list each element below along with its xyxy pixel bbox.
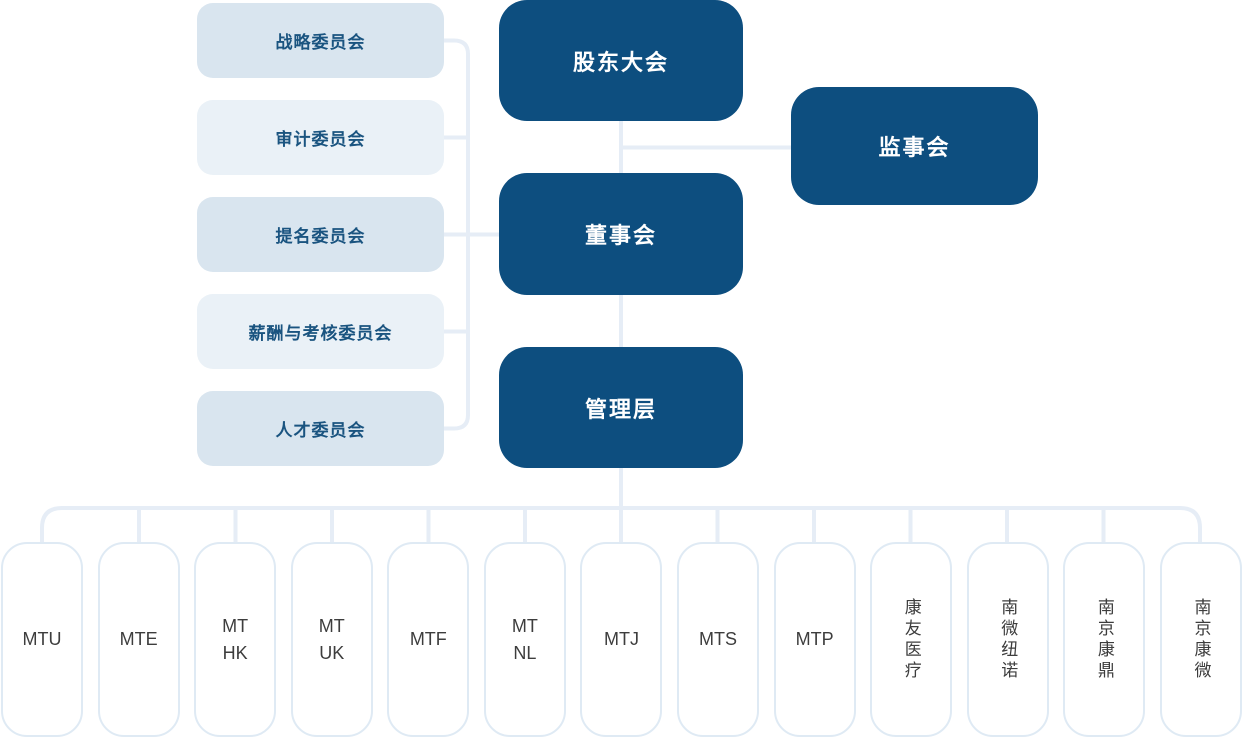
committee-label: 战略委员会 [275, 33, 366, 52]
subsidiary-box-mt-uk: MT UK [290, 542, 373, 737]
subsidiary-label: MTU [22, 629, 62, 650]
subsidiary-label: MTJ [603, 629, 639, 650]
subsidiary-box-mts: MTS [677, 542, 760, 737]
committee-label: 提名委员会 [275, 227, 366, 246]
node-supervisory-board: 监事会 [791, 87, 1038, 205]
node-label: 股东大会 [572, 49, 669, 75]
subsidiary-box-mtu: MTU [1, 542, 83, 737]
subsidiary-label: MT NL [511, 616, 538, 663]
committee-label: 薪酬与考核委员会 [248, 324, 393, 343]
subsidiary-label: 南微纽诺 [998, 597, 1018, 682]
subsidiary-label: MTE [119, 629, 158, 650]
committee-bracket-line [444, 38, 470, 431]
node-label: 董事会 [584, 223, 657, 248]
committee-box-talent: 人才委员会 [197, 391, 444, 466]
node-label: 监事会 [878, 135, 951, 160]
subsidiary-box-mtf: MTF [387, 542, 470, 737]
subsidiary-box-mtp: MTP [773, 542, 856, 737]
committee-box-audit: 审计委员会 [197, 100, 444, 175]
subsidiary-label: MTF [409, 629, 447, 650]
subsidiary-box-mtj: MTJ [580, 542, 663, 737]
subsidiary-label: MTP [795, 629, 834, 650]
subsidiary-box-mt-hk: MT HK [194, 542, 277, 737]
subsidiary-rail-line [40, 506, 1202, 544]
subsidiary-box-mt-nl: MT NL [483, 542, 566, 737]
subsidiary-label: MTS [699, 629, 738, 650]
committee-box-remuneration: 薪酬与考核委员会 [197, 294, 444, 369]
subsidiary-label: 康友医疗 [901, 597, 921, 682]
committee-list: 战略委员会 审计委员会 提名委员会 薪酬与考核委员会 人才委员会 [197, 3, 444, 466]
subsidiary-label: MT HK [222, 616, 249, 663]
subsidiary-box-nanjing-kangding: 南京康鼎 [1063, 542, 1146, 737]
committee-box-nomination: 提名委员会 [197, 197, 444, 272]
subsidiary-box-kangyou-medical: 康友医疗 [870, 542, 953, 737]
committee-box-strategy: 战略委员会 [197, 3, 444, 78]
subsidiary-list: MTU MTE MT HK MT UK MTF MT NL MTJ MTS MT… [1, 542, 1242, 737]
subsidiary-box-mte: MTE [97, 542, 180, 737]
node-label: 管理层 [584, 396, 657, 422]
committee-label: 人才委员会 [275, 421, 366, 440]
node-shareholders-meeting: 股东大会 [499, 0, 743, 121]
committee-label: 审计委员会 [275, 130, 366, 149]
subsidiary-box-nanwei-niunuo: 南微纽诺 [966, 542, 1049, 737]
subsidiary-label: 南京康鼎 [1094, 597, 1114, 682]
subsidiary-label: MT UK [318, 616, 345, 663]
node-management: 管理层 [499, 347, 743, 468]
subsidiary-label: 南京康微 [1191, 597, 1211, 682]
subsidiary-box-nanjing-kangwei: 南京康微 [1159, 542, 1242, 737]
node-board-of-directors: 董事会 [499, 173, 743, 295]
